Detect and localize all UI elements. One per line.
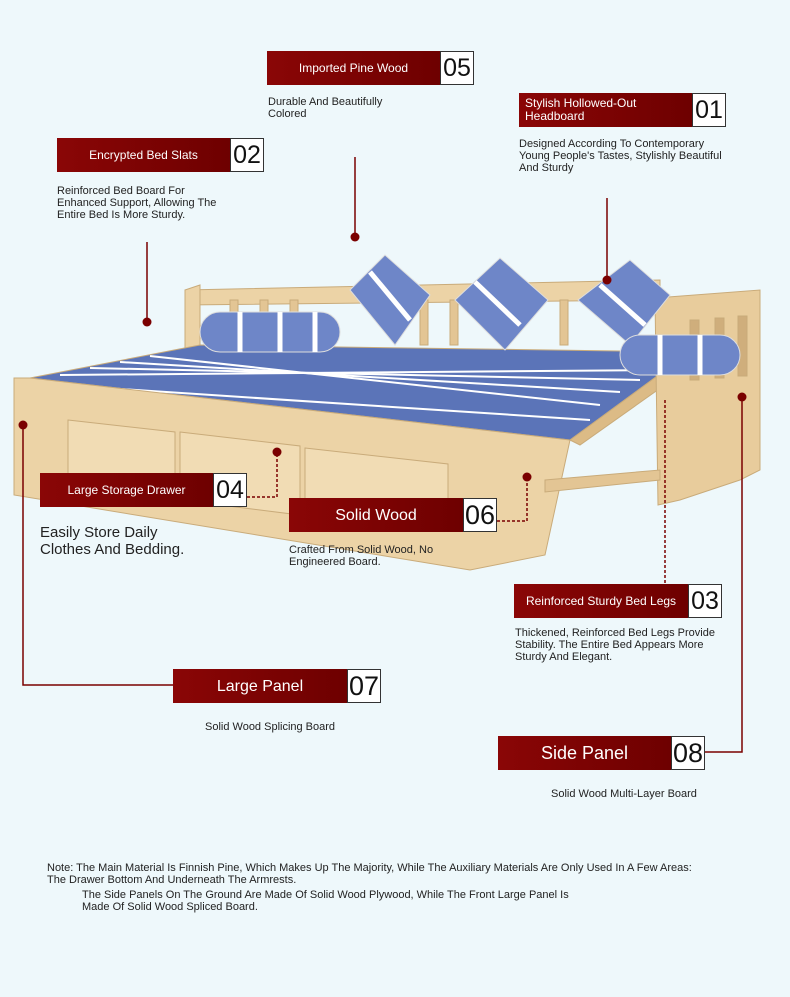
feature-title: Large Panel [173, 669, 347, 703]
feature-label-02: Encrypted Bed Slats 02 [57, 138, 264, 172]
feature-desc: Solid Wood Splicing Board [205, 721, 336, 733]
feature-desc: Crafted From Solid Wood, No Engineered B… [289, 544, 434, 568]
feature-number: 02 [230, 138, 264, 172]
feature-title: Side Panel [498, 736, 671, 770]
pillows [199, 254, 741, 376]
feature-desc: Durable And Beautifully Colored [268, 96, 383, 120]
feature-title: Stylish Hollowed-Out Headboard [519, 93, 692, 127]
connector-dots [18, 232, 747, 482]
feature-desc: Thickened, Reinforced Bed Legs Provide S… [515, 627, 715, 663]
feature-title: Reinforced Sturdy Bed Legs [514, 584, 688, 618]
note-text-2: The Side Panels On The Ground Are Made O… [82, 889, 569, 913]
note-text: Note: The Main Material Is Finnish Pine,… [47, 862, 692, 886]
feature-number: 07 [347, 669, 381, 703]
feature-label-01: Stylish Hollowed-Out Headboard 01 [519, 93, 726, 127]
feature-title: Large Storage Drawer [40, 473, 213, 507]
feature-number: 04 [213, 473, 247, 507]
feature-label-05: Imported Pine Wood 05 [267, 51, 474, 85]
feature-label-04: Large Storage Drawer 04 [40, 473, 247, 507]
feature-title: Encrypted Bed Slats [57, 138, 230, 172]
feature-desc: Reinforced Bed Board For Enhanced Suppor… [57, 185, 217, 221]
feature-label-07: Large Panel 07 [173, 669, 381, 703]
feature-desc: Designed According To Contemporary Young… [519, 138, 722, 174]
feature-number: 08 [671, 736, 705, 770]
feature-number: 03 [688, 584, 722, 618]
feature-label-06: Solid Wood 06 [289, 498, 497, 532]
feature-number: 06 [463, 498, 497, 532]
feature-label-08: Side Panel 08 [498, 736, 705, 770]
feature-number: 05 [440, 51, 474, 85]
feature-title: Solid Wood [289, 498, 463, 532]
feature-title: Imported Pine Wood [267, 51, 440, 85]
feature-desc: Solid Wood Multi-Layer Board [551, 788, 697, 800]
connector-lines [22, 157, 743, 753]
feature-desc: Easily Store Daily Clothes And Bedding. [40, 524, 185, 558]
feature-number: 01 [692, 93, 726, 127]
feature-label-03: Reinforced Sturdy Bed Legs 03 [514, 584, 722, 618]
